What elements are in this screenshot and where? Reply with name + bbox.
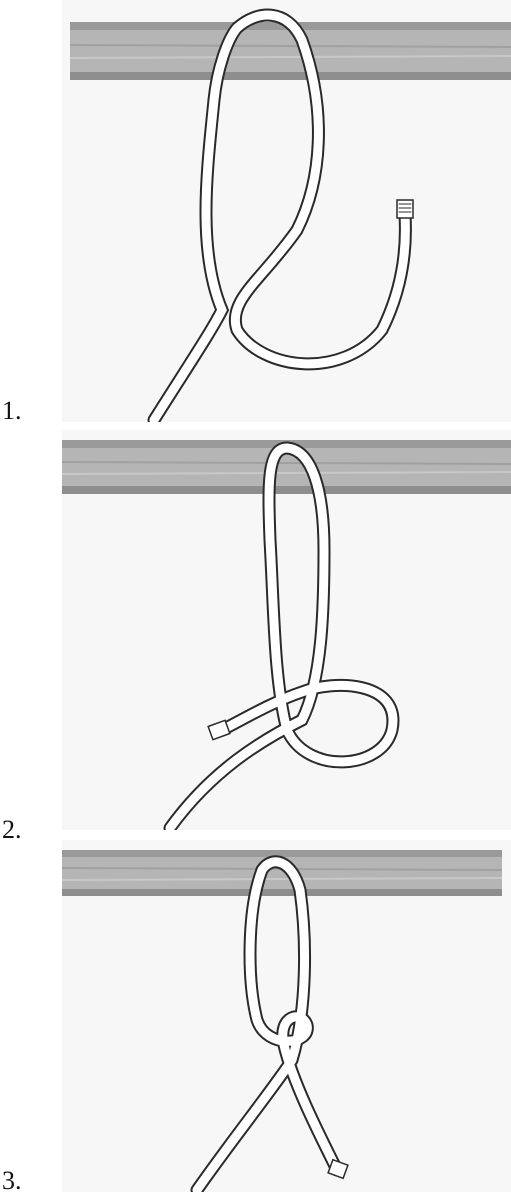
- step-3-illustration: [62, 840, 511, 1192]
- step-label: 1.: [2, 398, 22, 424]
- step-2-illustration: [62, 430, 511, 830]
- step-1: 1.: [0, 0, 511, 430]
- rope: [170, 448, 393, 828]
- rope: [197, 862, 348, 1190]
- step-1-illustration: [62, 0, 511, 422]
- step-2: 2.: [0, 430, 511, 840]
- step-3: 3.: [0, 840, 511, 1196]
- step-label: 3.: [2, 1168, 22, 1194]
